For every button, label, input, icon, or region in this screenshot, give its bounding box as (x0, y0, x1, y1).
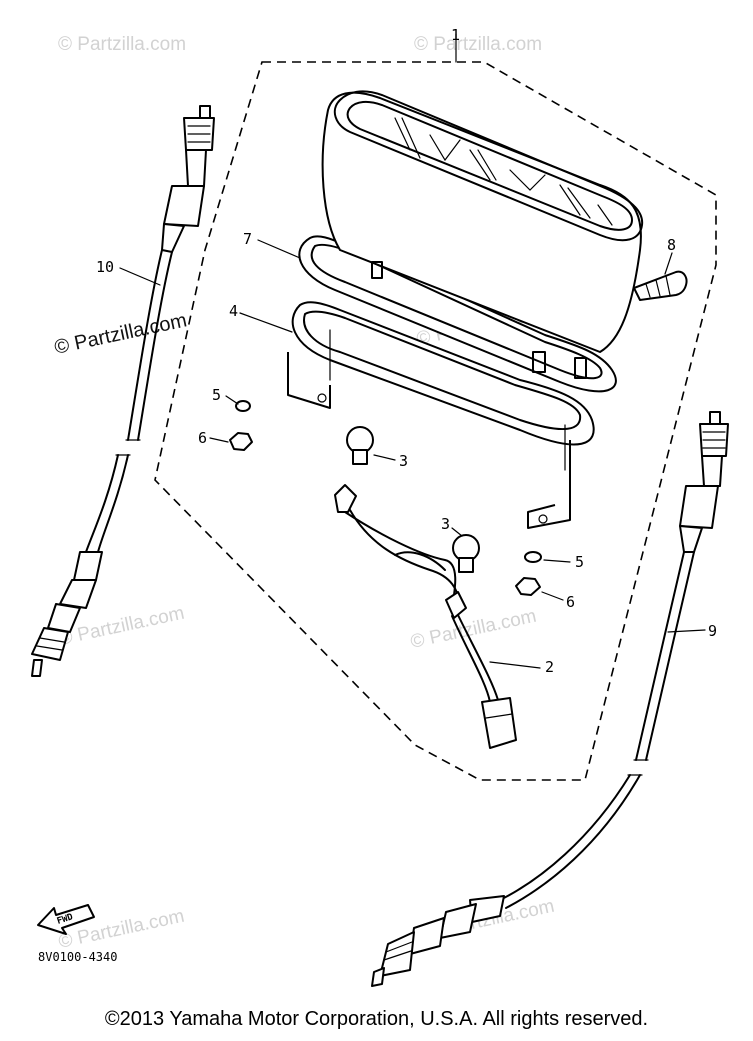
washer (524, 551, 542, 563)
callout-6: 6 (198, 429, 207, 447)
callout-4: 4 (229, 302, 238, 320)
gasket-bracket (287, 301, 595, 529)
bulb (346, 426, 374, 465)
washer (235, 400, 251, 412)
leader-lines (119, 239, 706, 669)
watermark: © Partzilla.com (58, 34, 186, 55)
tachometer-cable (371, 411, 729, 987)
callout-9: 9 (708, 622, 717, 640)
callout-7: 7 (243, 230, 252, 248)
forward-arrow-icon: FWD (37, 904, 95, 935)
bulb-socket-harness (334, 484, 517, 749)
watermark: © Partzilla.com (414, 34, 542, 55)
callout-5: 5 (212, 386, 221, 404)
speedometer-cable (31, 105, 215, 677)
nut (229, 432, 253, 451)
diagram-code: 8V0100-4340 (38, 950, 117, 964)
callout-1: 1 (451, 26, 460, 44)
watermark: © Partzilla.com (52, 309, 188, 359)
meter-housing (321, 90, 644, 379)
nut (515, 577, 541, 596)
fwd-label: FWD (56, 912, 75, 927)
callout-2: 2 (545, 658, 554, 676)
callout-5: 5 (575, 553, 584, 571)
copyright-notice: ©2013 Yamaha Motor Corporation, U.S.A. A… (104, 1008, 649, 1030)
reset-knob (633, 252, 688, 301)
callout-10: 10 (96, 258, 114, 276)
callout-6: 6 (566, 593, 575, 611)
callout-8: 8 (667, 236, 676, 254)
meter-assembly-boundary (154, 61, 717, 781)
callout-3: 3 (441, 515, 450, 533)
bulb (452, 534, 480, 573)
callouts: 1 2 3 3 4 5 5 6 6 7 8 9 10 (96, 26, 717, 676)
callout-3: 3 (399, 452, 408, 470)
